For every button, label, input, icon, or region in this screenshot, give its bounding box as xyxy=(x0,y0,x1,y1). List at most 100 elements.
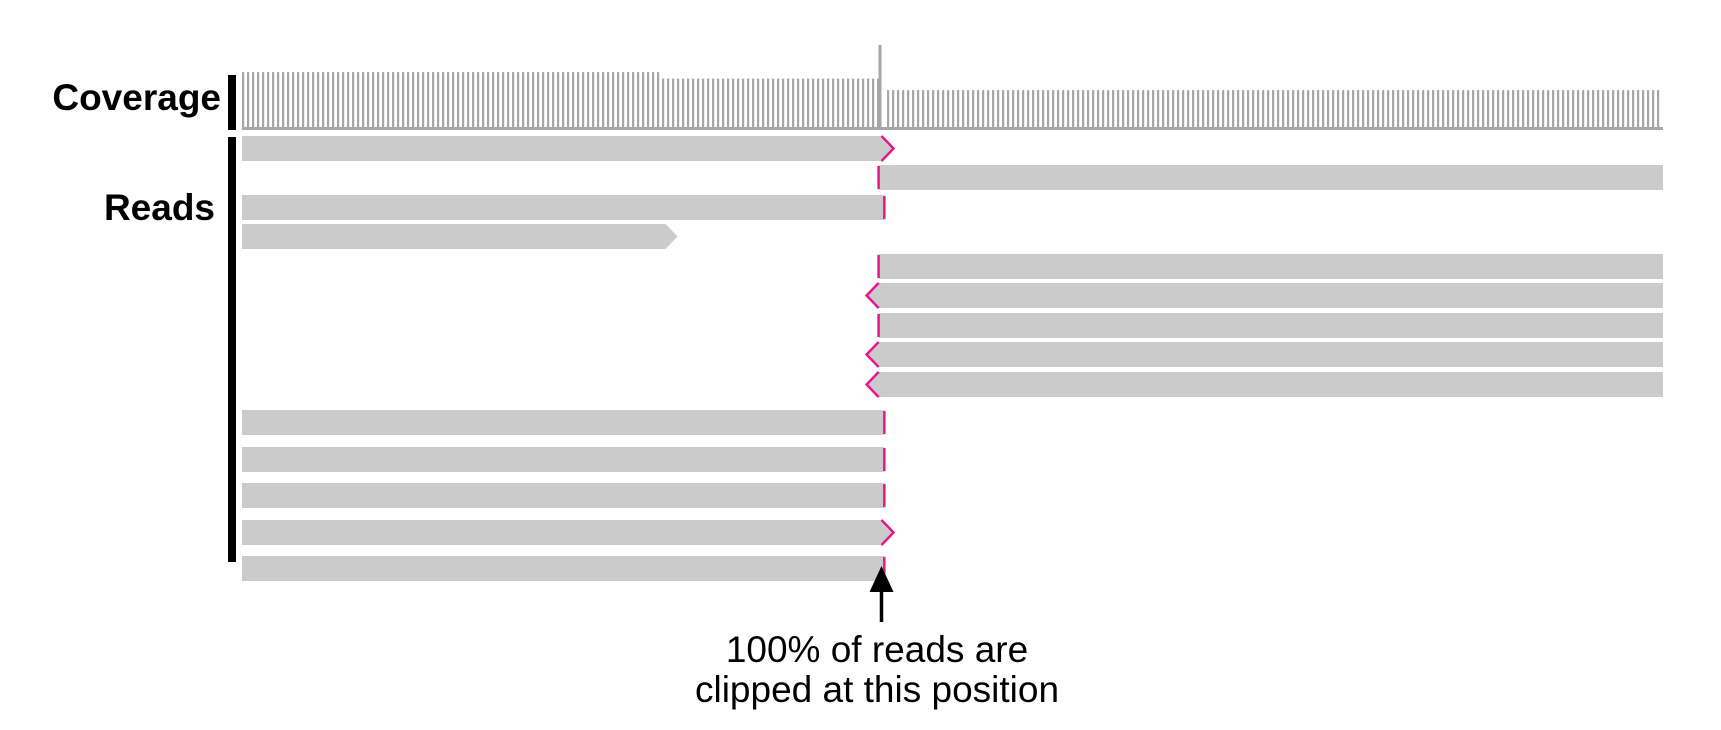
coverage-bar xyxy=(1232,90,1235,127)
coverage-bar xyxy=(867,78,870,127)
coverage-bar xyxy=(687,78,690,127)
coverage-bar xyxy=(1562,90,1565,127)
coverage-bar xyxy=(1087,90,1090,127)
coverage-bar xyxy=(1602,90,1605,127)
coverage-bar xyxy=(1262,90,1265,127)
coverage-bar xyxy=(297,72,300,127)
coverage-bar xyxy=(1022,90,1025,127)
arrow-head xyxy=(869,566,894,592)
coverage-bar xyxy=(572,72,575,127)
coverage-bar xyxy=(1412,90,1415,127)
coverage-bar xyxy=(962,90,965,127)
coverage-bar xyxy=(1322,90,1325,127)
annotation-arrow xyxy=(869,566,894,622)
coverage-bar xyxy=(1537,90,1540,127)
coverage-bar xyxy=(1627,90,1630,127)
coverage-bar xyxy=(787,78,790,127)
coverage-bar xyxy=(1417,90,1420,127)
coverage-bar xyxy=(1517,90,1520,127)
coverage-bar xyxy=(697,78,700,127)
coverage-bar xyxy=(947,90,950,127)
coverage-bar xyxy=(692,78,695,127)
coverage-bar xyxy=(892,90,895,127)
coverage-bar xyxy=(982,90,985,127)
coverage-bar xyxy=(1077,90,1080,127)
coverage-bar xyxy=(1242,90,1245,127)
coverage-bar xyxy=(1072,90,1075,127)
coverage-bar xyxy=(1342,90,1345,127)
coverage-bar xyxy=(557,72,560,127)
coverage-bar xyxy=(1132,90,1135,127)
coverage-bar xyxy=(347,72,350,127)
coverage-bar xyxy=(597,72,600,127)
coverage-bar xyxy=(657,72,660,127)
coverage-bar xyxy=(267,72,270,127)
coverage-bar xyxy=(262,72,265,127)
coverage-bar xyxy=(1442,90,1445,127)
coverage-bar xyxy=(952,90,955,127)
coverage-bar xyxy=(987,90,990,127)
read-10 xyxy=(242,410,885,435)
coverage-bar xyxy=(852,78,855,127)
coverage-bar xyxy=(417,72,420,127)
coverage-bar xyxy=(1302,90,1305,127)
coverage-bar xyxy=(292,72,295,127)
coverage-bar xyxy=(1312,90,1315,127)
coverage-bar xyxy=(1037,90,1040,127)
coverage-bar xyxy=(1352,90,1355,127)
reads-axis-bar xyxy=(228,137,236,562)
coverage-bar xyxy=(1107,90,1110,127)
coverage-bar xyxy=(1152,90,1155,127)
coverage-bar xyxy=(602,72,605,127)
coverage-bar xyxy=(1062,90,1065,127)
coverage-bar xyxy=(587,72,590,127)
coverage-bar xyxy=(1257,90,1260,127)
coverage-bar xyxy=(782,78,785,127)
coverage-bar xyxy=(1587,90,1590,127)
coverage-bar xyxy=(1332,90,1335,127)
coverage-bar xyxy=(632,72,635,127)
reads-label: Reads xyxy=(103,187,215,228)
coverage-bar xyxy=(1477,90,1480,127)
coverage-bar xyxy=(1557,90,1560,127)
coverage-bar xyxy=(797,78,800,127)
coverage-bar xyxy=(332,72,335,127)
coverage-bar xyxy=(1592,90,1595,127)
coverage-bar xyxy=(457,72,460,127)
annotation-line-1: 100% of reads are xyxy=(725,629,1029,670)
coverage-bar xyxy=(1252,90,1255,127)
coverage-bar xyxy=(767,78,770,127)
coverage-bar xyxy=(627,72,630,127)
coverage-bar xyxy=(337,72,340,127)
coverage-bar xyxy=(1137,90,1140,127)
coverage-bar xyxy=(1522,90,1525,127)
coverage-bar xyxy=(1277,90,1280,127)
coverage-bar xyxy=(897,90,900,127)
coverage-bar xyxy=(677,78,680,127)
coverage-bar xyxy=(1117,90,1120,127)
clip-mark-9 xyxy=(864,371,880,398)
coverage-bar xyxy=(1447,90,1450,127)
coverage-bar xyxy=(622,72,625,127)
coverage-bar xyxy=(932,90,935,127)
coverage-bar xyxy=(577,72,580,127)
coverage-bar xyxy=(467,72,470,127)
coverage-label: Coverage xyxy=(52,77,221,118)
coverage-bar xyxy=(857,78,860,127)
coverage-bar xyxy=(322,72,325,127)
coverage-bar xyxy=(992,90,995,127)
coverage-bar xyxy=(1177,90,1180,127)
read-8 xyxy=(866,342,1663,367)
coverage-bar xyxy=(1437,90,1440,127)
coverage-bar xyxy=(1657,90,1660,127)
coverage-bar xyxy=(1652,90,1655,127)
read-13 xyxy=(242,520,894,545)
coverage-bar xyxy=(532,72,535,127)
coverage-bar xyxy=(447,72,450,127)
read-12 xyxy=(242,483,885,508)
coverage-bar xyxy=(542,72,545,127)
coverage-bar xyxy=(392,72,395,127)
coverage-bar xyxy=(1572,90,1575,127)
coverage-bar xyxy=(1272,90,1275,127)
coverage-bar xyxy=(592,72,595,127)
